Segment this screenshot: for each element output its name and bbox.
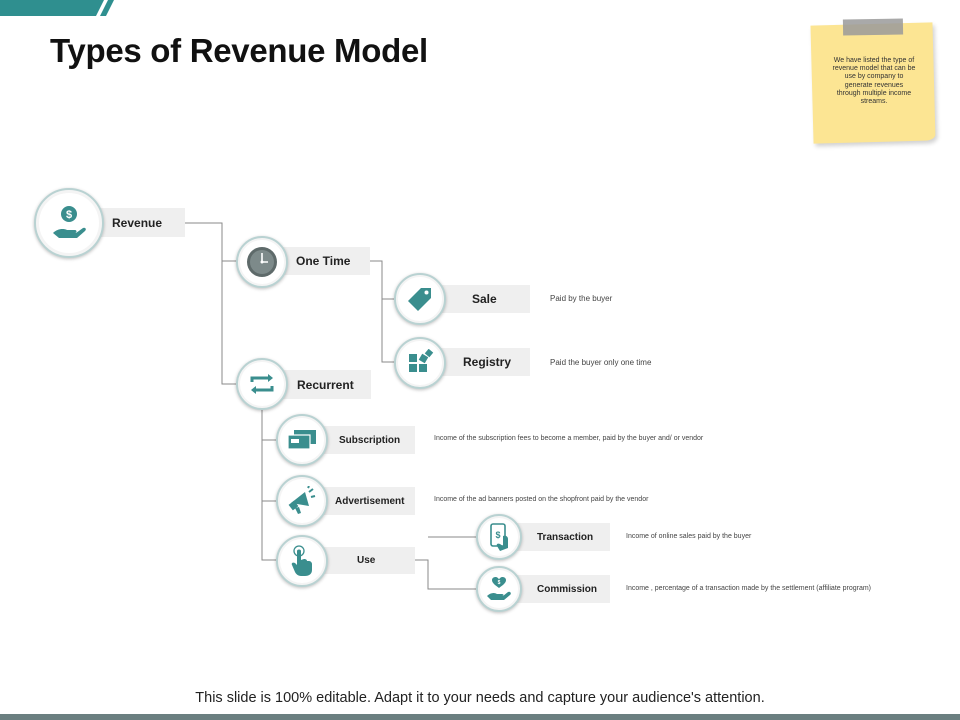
bottom-bar: [0, 714, 960, 720]
revenue-node[interactable]: $: [34, 188, 104, 258]
use-label-text: Use: [357, 555, 376, 566]
registry-node[interactable]: [394, 337, 446, 389]
card-icon: [287, 430, 316, 450]
revenue-label: Revenue: [96, 208, 185, 237]
recurrent-label-text: Recurrent: [297, 377, 354, 392]
subscription-node[interactable]: [276, 414, 328, 466]
commission-label: Commission: [505, 575, 610, 603]
footer-text: This slide is 100% editable. Adapt it to…: [195, 690, 765, 706]
registry-label-text: Registry: [463, 355, 512, 369]
subscription-description: Income of the subscription fees to becom…: [434, 435, 704, 442]
commission-description: Income , percentage of a transaction mad…: [626, 585, 871, 592]
one-time-label-text: One Time: [296, 254, 351, 268]
advertisement-label-text: Advertisement: [335, 495, 405, 507]
hand-heart-icon: $: [487, 577, 511, 600]
subscription-label: Subscription: [310, 426, 415, 454]
advertisement-node[interactable]: [276, 475, 328, 527]
repeat-icon: [250, 374, 274, 394]
price-tag-icon: [408, 288, 431, 311]
commission-label-text: Commission: [537, 583, 598, 595]
one-time-node[interactable]: [236, 236, 288, 288]
svg-text:$: $: [498, 580, 501, 586]
pointer-hand-icon: [291, 545, 312, 576]
transaction-description: Income of online sales paid by the buyer: [626, 533, 752, 540]
advertisement-description: Income of the ad banners posted on the s…: [434, 496, 649, 503]
top-accent-bar: [0, 0, 114, 16]
sticky-note-text: We have listed the type of revenue model…: [832, 57, 916, 106]
blocks-icon: [409, 349, 434, 372]
transaction-label-text: Transaction: [537, 531, 594, 543]
sale-description: Paid by the buyer: [550, 294, 613, 303]
subscription-label-text: Subscription: [339, 434, 401, 446]
mobile-payment-icon: $: [490, 523, 508, 551]
sale-label-text: Sale: [472, 292, 497, 306]
commission-node[interactable]: $: [476, 566, 522, 612]
svg-text:$: $: [66, 209, 72, 221]
recurrent-node[interactable]: [236, 358, 288, 410]
revenue-label-text: Revenue: [112, 215, 163, 230]
clock-icon: [247, 247, 277, 277]
transaction-node[interactable]: $: [476, 514, 522, 560]
page-title: Types of Revenue Model: [50, 32, 428, 69]
registry-description: Paid the buyer only one time: [550, 358, 652, 367]
sale-node[interactable]: [394, 273, 446, 325]
megaphone-icon: [288, 486, 316, 514]
svg-text:$: $: [495, 530, 500, 540]
use-node[interactable]: [276, 535, 328, 587]
money-hand-icon: $: [53, 206, 86, 238]
transaction-label: Transaction: [505, 523, 610, 551]
